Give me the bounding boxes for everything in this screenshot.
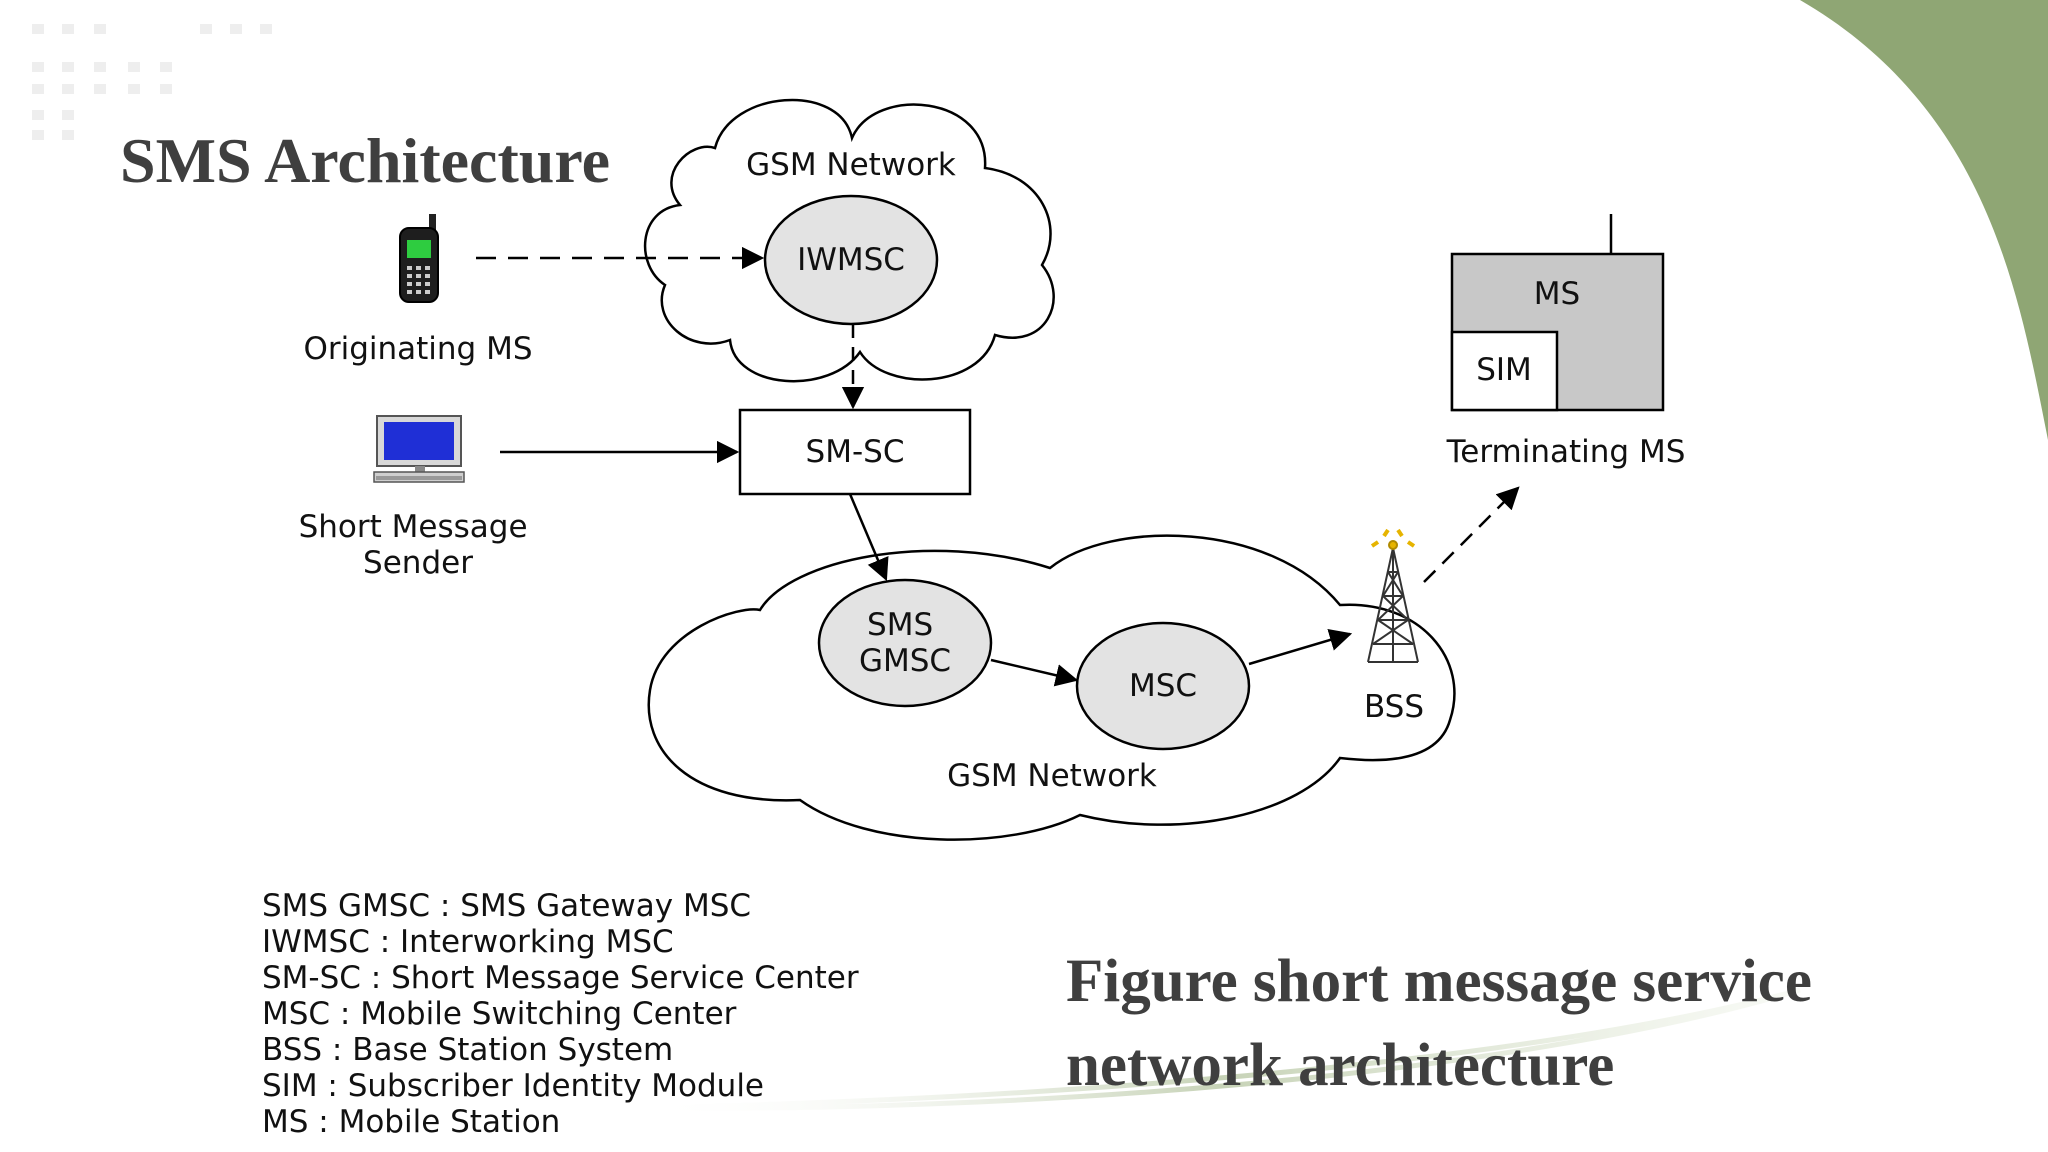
radio-tower-icon bbox=[1367, 528, 1419, 663]
legend-item: MSC : Mobile Switching Center bbox=[262, 996, 737, 1032]
dot-grid-pattern bbox=[32, 24, 272, 140]
arrow-smsc-to-sms-gmsc bbox=[848, 493, 889, 582]
mobile-phone-icon bbox=[399, 214, 439, 303]
bottom-cloud-label: GSM Network bbox=[947, 758, 1157, 794]
sms-gmsc-node bbox=[817, 578, 993, 708]
sender-label-line-2: Sender bbox=[363, 545, 473, 581]
legend-item: SM-SC : Short Message Service Center bbox=[262, 960, 859, 996]
originating-ms-label: Originating MS bbox=[303, 331, 532, 367]
arrow-bss-to-terminating-ms bbox=[1423, 486, 1520, 583]
sms-gmsc-label-line-1: SMS bbox=[867, 607, 933, 643]
smsc-label: SM-SC bbox=[806, 434, 905, 470]
figure-caption-line-1: Figure short message service bbox=[1066, 948, 1812, 1015]
sms-gmsc-label-line-2: GMSC bbox=[859, 643, 951, 679]
abbreviation-legend: SMS GMSC : SMS Gateway MSC IWMSC : Inter… bbox=[262, 888, 859, 1140]
smsc-node bbox=[738, 408, 972, 496]
slide-title: SMS Architecture bbox=[120, 125, 610, 196]
terminating-ms-label: Terminating MS bbox=[1446, 434, 1686, 470]
ms-box-label: MS bbox=[1534, 276, 1580, 312]
top-cloud-label: GSM Network bbox=[746, 147, 956, 183]
bottom-swoosh bbox=[639, 987, 1801, 1111]
sms-gmsc-label: SMS GMSC bbox=[859, 607, 951, 679]
arrow-sms-gmsc-to-msc bbox=[990, 658, 1079, 687]
sender-label-line-1: Short Message bbox=[299, 509, 528, 545]
desktop-computer-icon bbox=[373, 415, 465, 483]
sim-box bbox=[1450, 330, 1559, 412]
legend-item: SMS GMSC : SMS Gateway MSC bbox=[262, 888, 752, 924]
iwmsc-node bbox=[763, 194, 939, 326]
msc-label: MSC bbox=[1129, 668, 1197, 704]
sender-label: Short Message Sender bbox=[299, 509, 538, 581]
iwmsc-label: IWMSC bbox=[797, 242, 905, 278]
legend-item: SIM : Subscriber Identity Module bbox=[262, 1068, 765, 1104]
corner-accent-shape bbox=[1800, 0, 2048, 440]
legend-item: MS : Mobile Station bbox=[262, 1104, 561, 1140]
bss-label: BSS bbox=[1364, 689, 1424, 725]
arrow-msc-to-bss bbox=[1248, 628, 1353, 666]
figure-caption: Figure short message service network arc… bbox=[1066, 940, 1966, 1108]
legend-item: IWMSC : Interworking MSC bbox=[262, 924, 674, 960]
legend-item: BSS : Base Station System bbox=[262, 1032, 674, 1068]
figure-caption-line-2: network architecture bbox=[1066, 1032, 1615, 1099]
sim-box-label: SIM bbox=[1476, 352, 1532, 388]
bottom-gsm-network-cloud bbox=[647, 534, 1456, 841]
